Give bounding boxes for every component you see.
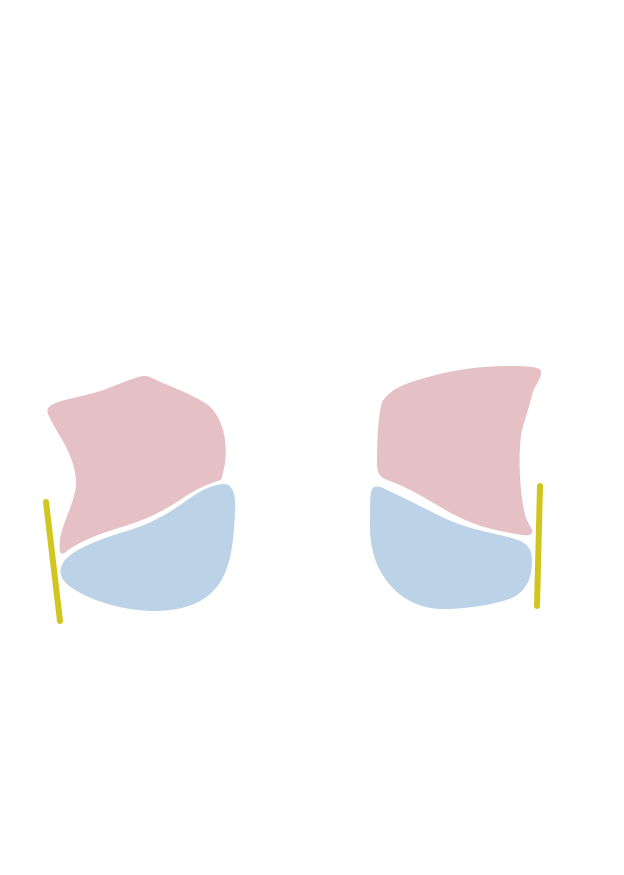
right-upper-region xyxy=(377,366,542,536)
right-lower-region xyxy=(369,486,532,609)
left-figure xyxy=(43,376,236,624)
right-figure xyxy=(369,366,543,609)
right-guide-line xyxy=(534,483,543,609)
left-guide-line xyxy=(43,499,63,624)
left-lower-region xyxy=(60,484,236,611)
left-upper-region xyxy=(47,376,226,554)
